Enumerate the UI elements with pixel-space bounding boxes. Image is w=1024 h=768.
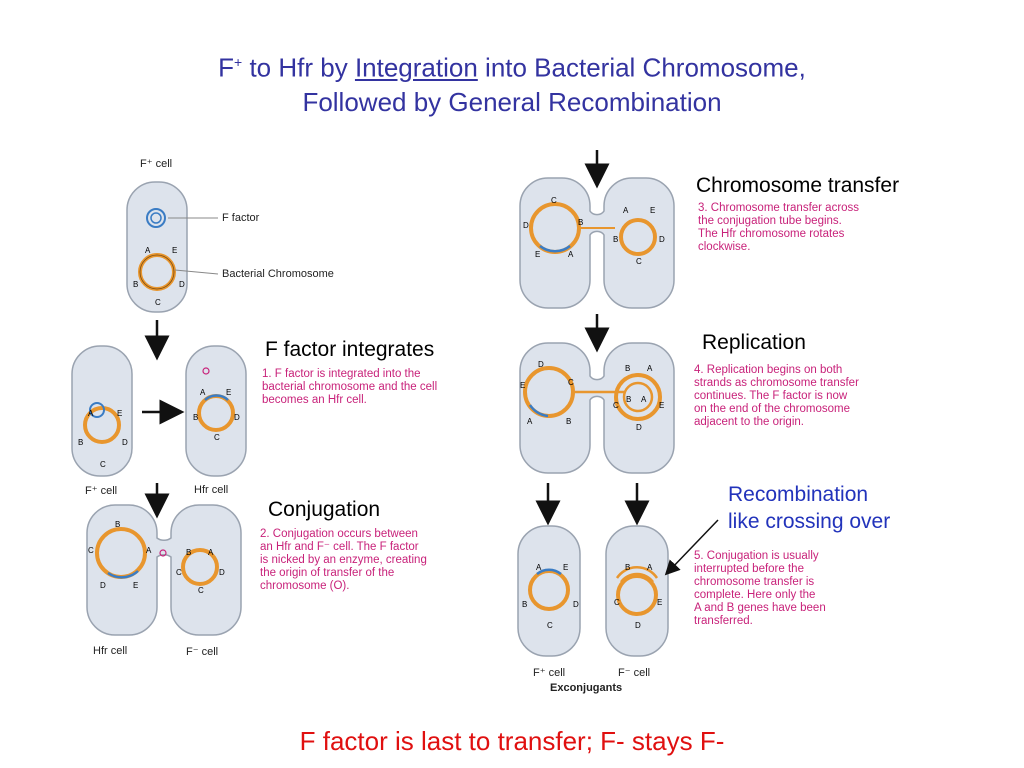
svg-text:A: A bbox=[647, 364, 653, 373]
bottom-note: F factor is last to transfer; F- stays F… bbox=[299, 726, 725, 756]
svg-text:E: E bbox=[563, 563, 568, 572]
svg-text:C: C bbox=[613, 401, 619, 410]
label-f-factor: F factor bbox=[222, 212, 260, 224]
svg-text:B: B bbox=[613, 235, 618, 244]
svg-text:C: C bbox=[636, 257, 642, 266]
svg-text:D: D bbox=[636, 423, 642, 432]
svg-text:C: C bbox=[155, 298, 161, 307]
label-f-minus-cell-step5: F⁻ cell bbox=[618, 667, 651, 679]
svg-text:E: E bbox=[172, 246, 177, 255]
svg-text:B: B bbox=[522, 600, 527, 609]
svg-text:C: C bbox=[547, 621, 553, 630]
svg-text:B: B bbox=[626, 395, 631, 404]
exconjugant-f-minus-cell bbox=[605, 525, 669, 657]
svg-text:E: E bbox=[659, 401, 664, 410]
svg-text:B: B bbox=[625, 364, 630, 373]
svg-text:B: B bbox=[133, 280, 138, 289]
svg-text:D: D bbox=[573, 600, 579, 609]
svg-text:D: D bbox=[219, 568, 225, 577]
label-bacterial-chromosome: Bacterial Chromosome bbox=[222, 268, 334, 280]
svg-text:D: D bbox=[179, 280, 185, 289]
svg-text:C: C bbox=[568, 378, 574, 387]
label-exconjugants: Exconjugants bbox=[550, 682, 623, 694]
svg-text:D: D bbox=[523, 221, 529, 230]
svg-text:E: E bbox=[520, 381, 525, 390]
svg-text:E: E bbox=[650, 206, 655, 215]
title-f: F bbox=[218, 52, 235, 83]
step3-conjugating-cells bbox=[519, 177, 675, 309]
label-f-plus-cell-step1: F⁺ cell bbox=[85, 485, 118, 497]
page-subtitle: Followed by General Recombination bbox=[302, 87, 722, 117]
svg-text:A: A bbox=[647, 563, 653, 572]
title-mid: to Hfr by bbox=[242, 52, 355, 83]
svg-text:D: D bbox=[635, 621, 641, 630]
svg-text:E: E bbox=[133, 581, 138, 590]
label-recombination: Recombination like crossing over bbox=[728, 483, 891, 533]
svg-text:C: C bbox=[176, 568, 182, 577]
step2-conjugating-cells bbox=[86, 504, 242, 636]
svg-text:B: B bbox=[566, 417, 571, 426]
svg-text:C: C bbox=[614, 598, 620, 607]
svg-text:D: D bbox=[122, 438, 128, 447]
svg-text:B: B bbox=[578, 218, 583, 227]
page-title: F+ to Hfr by Integration into Bacterial … bbox=[0, 46, 1024, 84]
svg-text:A: A bbox=[568, 250, 574, 259]
svg-text:C: C bbox=[100, 460, 106, 469]
svg-text:D: D bbox=[100, 581, 106, 590]
title-underlined: Integration bbox=[354, 52, 478, 83]
label-hfr-cell-step1: Hfr cell bbox=[194, 484, 229, 496]
svg-text:B: B bbox=[115, 520, 120, 529]
svg-text:D: D bbox=[659, 235, 665, 244]
svg-text:A: A bbox=[145, 246, 151, 255]
label-hfr-cell-step2: Hfr cell bbox=[93, 645, 128, 657]
svg-text:E: E bbox=[226, 388, 231, 397]
svg-text:D: D bbox=[234, 413, 240, 422]
exconjugant-f-plus-cell bbox=[517, 525, 581, 657]
label-conjugation: Conjugation bbox=[268, 498, 381, 521]
svg-text:A: A bbox=[88, 409, 94, 418]
svg-text:E: E bbox=[117, 409, 122, 418]
svg-text:B: B bbox=[78, 438, 83, 447]
label-f-plus-cell-step5: F⁺ cell bbox=[533, 667, 566, 679]
svg-text:A: A bbox=[536, 563, 542, 572]
svg-text:C: C bbox=[198, 586, 204, 595]
step1-hfr-cell bbox=[185, 345, 247, 477]
label-f-minus-cell-step2: F⁻ cell bbox=[186, 646, 219, 658]
svg-text:A: A bbox=[527, 417, 533, 426]
svg-text:C: C bbox=[551, 196, 557, 205]
label-f-plus-cell-top: F⁺ cell bbox=[140, 158, 173, 170]
svg-text:B: B bbox=[186, 548, 191, 557]
caption-step5: 5. Conjugation is usually interrupted be… bbox=[694, 550, 826, 627]
svg-text:D: D bbox=[538, 360, 544, 369]
title-sup: + bbox=[234, 54, 243, 70]
svg-text:A: A bbox=[641, 395, 647, 404]
f-factor-plasmid bbox=[146, 208, 166, 228]
recombination-pointer bbox=[664, 519, 719, 576]
svg-text:A: A bbox=[200, 388, 206, 397]
svg-text:E: E bbox=[535, 250, 540, 259]
caption-step1: 1. F factor is integrated into the bacte… bbox=[262, 368, 438, 406]
label-f-factor-integrates: F factor integrates bbox=[265, 338, 435, 361]
label-replication: Replication bbox=[702, 331, 806, 354]
svg-text:B: B bbox=[625, 563, 630, 572]
caption-step2: 2. Conjugation occurs between an Hfr and… bbox=[260, 528, 427, 592]
svg-text:A: A bbox=[623, 206, 629, 215]
svg-text:E: E bbox=[657, 598, 662, 607]
svg-text:C: C bbox=[214, 433, 220, 442]
svg-text:B: B bbox=[193, 413, 198, 422]
title-suffix: into Bacterial Chromosome, bbox=[477, 52, 806, 83]
f-plus-cell-body bbox=[126, 181, 188, 313]
caption-step3: 3. Chromosome transfer across the conjug… bbox=[698, 202, 860, 253]
svg-text:A: A bbox=[146, 546, 152, 555]
svg-text:C: C bbox=[88, 546, 94, 555]
caption-step4: 4. Replication begins on both strands as… bbox=[694, 364, 859, 428]
label-chromosome-transfer: Chromosome transfer bbox=[696, 174, 900, 197]
step1-f-plus-cell bbox=[71, 345, 133, 477]
svg-text:A: A bbox=[208, 548, 214, 557]
